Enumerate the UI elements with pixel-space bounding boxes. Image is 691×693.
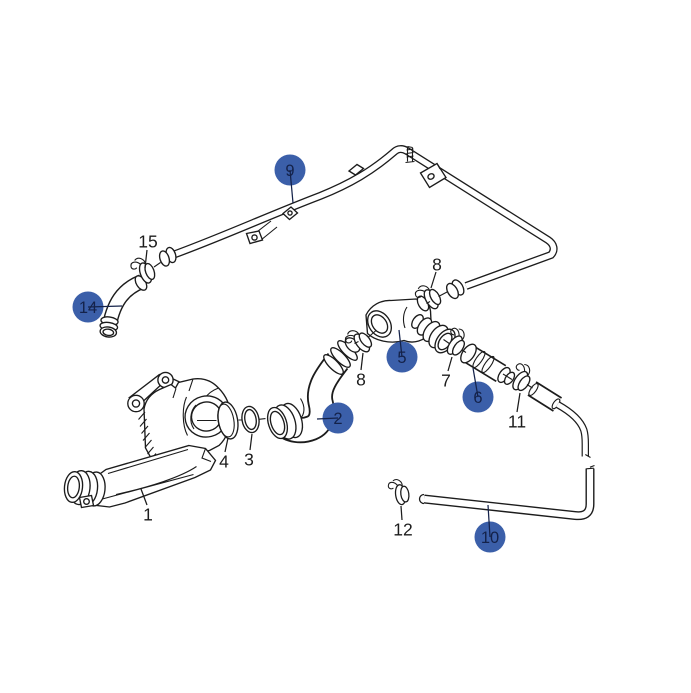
part-number: 8	[432, 254, 442, 274]
hose-10-drawing	[418, 464, 595, 521]
axis-lines	[153, 262, 533, 422]
seal-4-drawing	[217, 401, 239, 440]
diagram-line-art	[63, 145, 595, 521]
part-label-7: 7	[441, 356, 453, 390]
part-number: 6	[473, 389, 482, 407]
leader-line	[487, 504, 491, 538]
hose-9-drawing	[158, 145, 558, 300]
part-number: 12	[393, 519, 412, 539]
part-number: 14	[79, 299, 97, 317]
part-number: 5	[397, 349, 406, 367]
pipe-end-collar-right	[445, 282, 460, 300]
connector-5-drawing	[365, 295, 456, 354]
sleeve-hose-drawing	[527, 381, 591, 458]
leader-line	[140, 488, 148, 506]
pipe-clip	[281, 206, 299, 221]
leader-line	[472, 367, 479, 398]
part-number: 8	[356, 369, 366, 389]
pipe-bracket	[419, 162, 447, 189]
part-callout-2[interactable]: 2	[316, 402, 354, 434]
valve-6-drawing	[460, 343, 516, 385]
part-callout-6[interactable]: 6	[462, 367, 494, 413]
part-label-8: 8	[356, 352, 366, 389]
pipe-end-collar-left	[158, 250, 171, 267]
leader-line	[144, 249, 148, 269]
part-number: 9	[285, 162, 294, 180]
part-callout-10[interactable]: 10	[474, 504, 506, 553]
part-label-15: 15	[138, 231, 158, 269]
part-label-8: 8	[430, 254, 442, 289]
leader-line	[516, 392, 521, 413]
leader-line	[447, 356, 453, 372]
leader-line	[249, 433, 253, 451]
part-number: 7	[441, 370, 451, 390]
part-number: 3	[244, 449, 254, 469]
elbow-14-drawing	[99, 274, 148, 338]
part-callout-9[interactable]: 9	[274, 154, 306, 204]
part-label-1: 1	[140, 488, 153, 524]
leader-line	[87, 305, 123, 308]
part-number: 1	[143, 504, 153, 524]
leader-line	[398, 329, 403, 358]
mounting-stud	[405, 145, 415, 164]
part-number: 10	[481, 529, 499, 547]
part-label-3: 3	[244, 433, 254, 469]
part-label-12: 12	[393, 505, 413, 539]
leader-line	[289, 169, 294, 204]
leader-line	[224, 437, 229, 453]
part-number: 2	[333, 410, 342, 428]
leader-line	[360, 352, 364, 371]
part-label-11: 11	[508, 392, 526, 431]
pipe-stay-bracket	[245, 220, 278, 245]
leader-line	[430, 271, 437, 289]
part-callout-5[interactable]: 5	[386, 329, 418, 373]
part-number: 11	[508, 411, 526, 431]
part-callout-14[interactable]: 14	[72, 291, 123, 323]
housing-1-drawing	[63, 371, 232, 509]
leader-line	[316, 417, 339, 420]
leader-line	[400, 505, 403, 521]
part-number: 4	[219, 451, 229, 471]
part-number: 15	[138, 231, 157, 251]
clamp-12-drawing	[386, 477, 411, 507]
housing-outlet-port	[63, 469, 106, 509]
hose-2-drawing	[266, 337, 361, 444]
oring-3-drawing	[241, 405, 260, 434]
pipe-tab	[347, 163, 365, 176]
part-label-4: 4	[219, 437, 229, 471]
